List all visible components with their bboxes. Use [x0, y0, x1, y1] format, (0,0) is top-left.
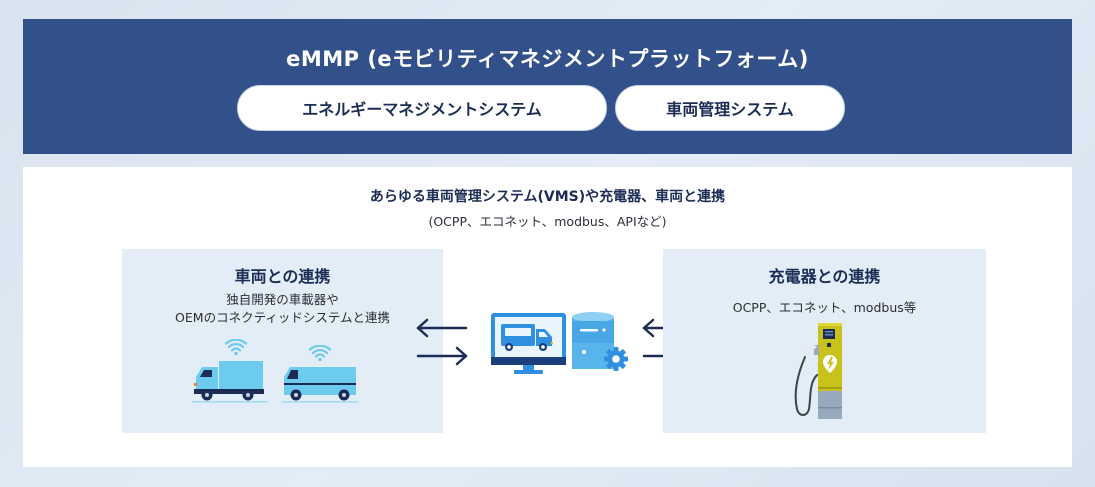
charger-panel-title: 充電器との連携 [768, 267, 881, 286]
server-gear-icon [572, 312, 628, 371]
charger-integration-panel: 充電器との連携 OCPP、エコネット、modbus等 [663, 249, 986, 433]
truck-icon [192, 339, 268, 403]
platform-banner: eMMP (eモビリティマネジメントプラットフォーム) エネルギーマネジメントシ… [23, 19, 1072, 154]
wifi-icon [224, 339, 248, 352]
module-vehicle-management[interactable]: 車両管理システム [615, 85, 845, 131]
arrow-right-icon [416, 346, 468, 366]
van-icon [282, 345, 358, 403]
platform-title: eMMP (eモビリティマネジメントプラットフォーム) [286, 47, 809, 71]
integration-subtitle: (OCPP、エコネット、modbus、APIなど) [428, 214, 667, 229]
arrow-left-icon [416, 318, 468, 338]
monitor-truck-icon [491, 313, 566, 374]
arrow-pair-left [416, 318, 468, 366]
center-system-illustration [491, 312, 628, 374]
charger-panel-description: OCPP、エコネット、modbus等 [732, 300, 917, 315]
ev-charger-icon [794, 323, 842, 419]
vehicle-panel-description: 独自開発の車載器や OEMのコネクティッドシステムと連携 [175, 292, 390, 325]
integration-section: あらゆる車両管理システム(VMS)や充電器、車両と連携 (OCPP、エコネット、… [23, 167, 1072, 467]
gear-icon [604, 347, 628, 371]
integration-title: あらゆる車両管理システム(VMS)や充電器、車両と連携 [369, 189, 726, 205]
vehicle-integration-panel: 車両との連携 独自開発の車載器や OEMのコネクティッドシステムと連携 [122, 249, 443, 433]
vehicle-panel-title: 車両との連携 [234, 267, 331, 286]
module-energy-management[interactable]: エネルギーマネジメントシステム [237, 85, 607, 131]
